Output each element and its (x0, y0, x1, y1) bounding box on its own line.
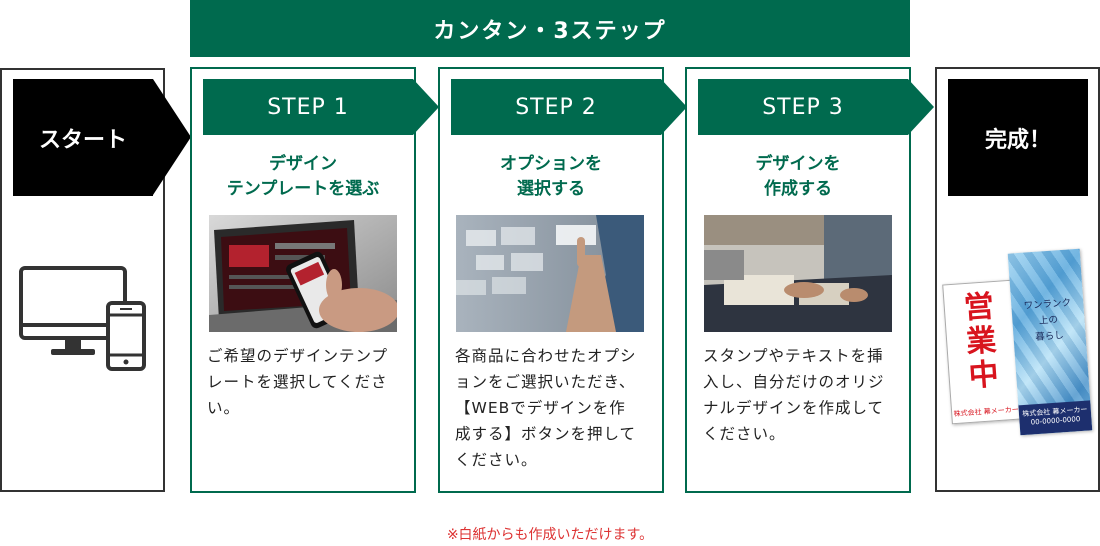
step-1-description: ご希望のデザインテンプ レートを選択してくださ い。 (207, 347, 389, 417)
step-2-photo (456, 215, 644, 332)
banner-lifestyle-illustration: ワンランク 上の 暮らし 株式会社 幕メーカー 00-0000-0000 (1007, 248, 1093, 436)
banner-open-illustration: 営業中 株式会社 幕メーカー (942, 279, 1022, 425)
step-1-header: STEP 1 (203, 79, 413, 135)
banner-open-company: 株式会社 幕メーカー (953, 405, 1019, 419)
step-3-header: STEP 3 (698, 79, 908, 135)
step-1-photo (209, 215, 397, 332)
start-label: スタート (38, 127, 127, 153)
step-1-arrow-icon (413, 79, 439, 135)
step-2-header: STEP 2 (451, 79, 661, 135)
finish-label: 完成！ (984, 127, 1051, 153)
step-3-description: スタンプやテキストを挿 入し、自分だけのオリジ ナルデザインを作成して ください… (703, 347, 885, 443)
finish-label-box: 完成！ (948, 79, 1088, 196)
header-banner: カンタン・3ステップ (190, 0, 910, 57)
step-1-title: デザイン テンプレートを選ぶ (226, 154, 380, 199)
start-label-box: スタート (13, 79, 153, 196)
banner-open-text: 営業中 (962, 289, 1000, 394)
monitor-phone-icon (18, 265, 148, 375)
footer-note: ※白紙からも作成いただけます。 (446, 527, 654, 543)
step-1-label: STEP 1 (267, 94, 349, 120)
step-2-label: STEP 2 (515, 94, 597, 120)
step-3-title: デザインを 作成する (755, 154, 841, 199)
step-2-title: オプションを 選択する (500, 154, 602, 199)
header-title: カンタン・3ステップ (433, 18, 667, 44)
start-arrow-icon (153, 79, 191, 195)
step-2-arrow-icon (661, 79, 687, 135)
step-3-label: STEP 3 (762, 94, 844, 120)
step-3-photo (704, 215, 892, 332)
step-2-description: 各商品に合わせたオプシ ョンをご選択いただき、 【WEBでデザインを作 成する】… (455, 347, 637, 469)
step-3-arrow-icon (908, 79, 934, 135)
